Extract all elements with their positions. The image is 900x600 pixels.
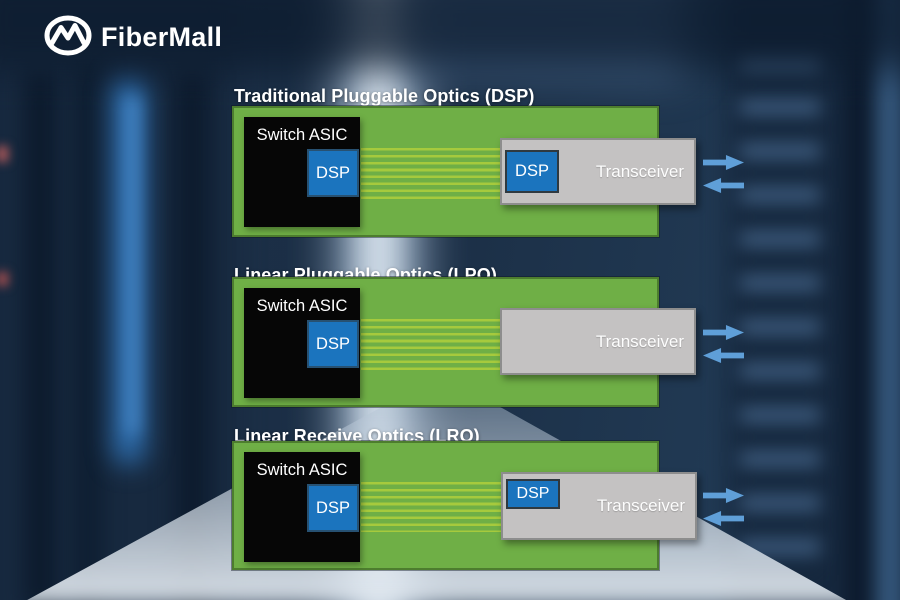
switch-asic-chip-lpo: Switch ASIC DSP xyxy=(244,288,360,398)
dsp-chip-on-switch: DSP xyxy=(307,320,359,368)
switch-asic-label: Switch ASIC xyxy=(256,461,348,479)
bg-status-led xyxy=(0,272,8,286)
fibermall-logo: FiberMall xyxy=(44,12,222,63)
bg-status-led xyxy=(0,146,8,162)
transceiver-label: Transceiver xyxy=(596,496,685,515)
bg-top-shadow xyxy=(0,0,900,70)
dsp-label: DSP xyxy=(316,163,350,182)
dsp-label: DSP xyxy=(516,485,550,502)
transceiver-label: Transceiver xyxy=(595,161,684,181)
signal-traces-dsp xyxy=(361,148,501,200)
dsp-label: DSP xyxy=(316,498,350,517)
bg-rack-slat xyxy=(845,0,871,600)
bg-rack-slat xyxy=(25,70,55,600)
dsp-label: DSP xyxy=(515,162,549,180)
bg-rack-edge-light xyxy=(877,0,900,600)
fibermall-logo-text: FiberMall xyxy=(101,22,223,52)
fibermall-logo-icon xyxy=(44,12,92,63)
bg-server-rows xyxy=(740,55,820,575)
bg-blue-light-core xyxy=(126,95,139,435)
switch-asic-chip-lro: Switch ASIC DSP xyxy=(244,452,360,562)
switch-asic-label: Switch ASIC xyxy=(256,297,348,315)
switch-asic-chip-dsp: Switch ASIC DSP xyxy=(244,117,360,227)
bg-rack-slat xyxy=(74,60,102,600)
transceiver-label: Transceiver xyxy=(595,331,684,351)
transceiver-module-lro: DSP Transceiver xyxy=(501,472,697,540)
dsp-chip-on-switch: DSP xyxy=(307,484,359,532)
dsp-chip-on-switch: DSP xyxy=(307,149,359,197)
transceiver-module-lpo: Transceiver xyxy=(500,308,696,375)
signal-traces-lpo xyxy=(361,319,501,371)
switch-asic-label: Switch ASIC xyxy=(256,126,348,144)
dsp-chip-in-transceiver: DSP xyxy=(505,150,559,193)
dsp-chip-in-transceiver: DSP xyxy=(506,479,560,509)
dsp-label: DSP xyxy=(316,334,350,353)
transceiver-module-dsp: DSP Transceiver xyxy=(500,138,696,205)
signal-traces-lro xyxy=(361,482,501,532)
